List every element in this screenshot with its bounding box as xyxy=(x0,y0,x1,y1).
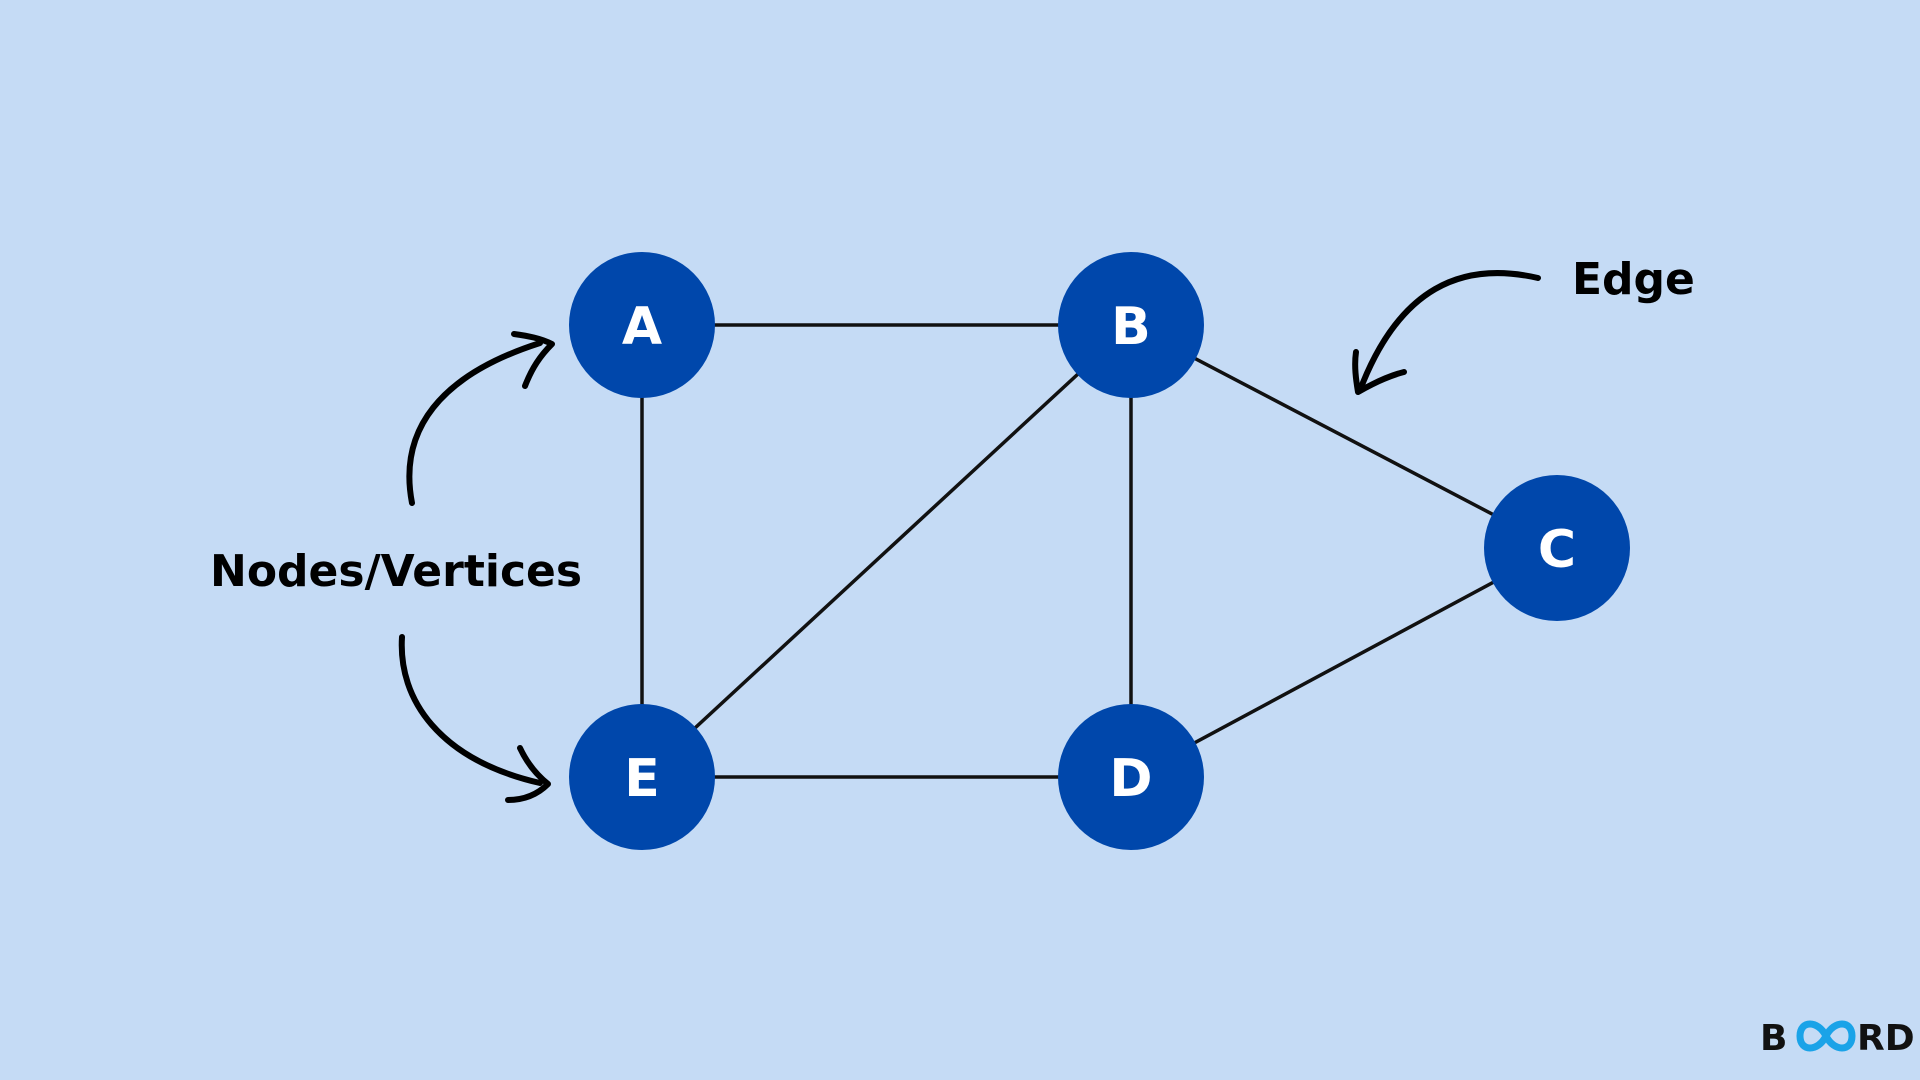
nodes-layer: A B C D E xyxy=(569,252,1630,850)
board-logo: B RD xyxy=(1760,1018,1915,1059)
node-label: B xyxy=(1111,297,1151,357)
edge-label: Edge xyxy=(1572,254,1695,305)
node-label: D xyxy=(1109,749,1152,809)
node-circle xyxy=(1058,252,1204,398)
logo-letters-left: B xyxy=(1760,1018,1787,1059)
edges-layer xyxy=(640,323,1558,779)
edge-b-e xyxy=(640,323,1133,779)
node-label: E xyxy=(624,749,660,809)
node-c: C xyxy=(1484,475,1630,621)
arrow-to-node-a-icon xyxy=(406,331,555,506)
nodes-vertices-label: Nodes/Vertices xyxy=(210,546,582,597)
node-d: D xyxy=(1058,704,1204,850)
node-b: B xyxy=(1058,252,1204,398)
edge-b-c xyxy=(1130,323,1558,550)
node-circle xyxy=(569,252,715,398)
node-label: A xyxy=(622,297,662,357)
node-circle xyxy=(1058,704,1204,850)
node-circle xyxy=(1484,475,1630,621)
node-label: C xyxy=(1538,520,1576,580)
infinity-icon xyxy=(1796,1020,1856,1052)
node-a: A xyxy=(569,252,715,398)
edge-d-c xyxy=(1130,546,1558,779)
arrow-to-edge-icon xyxy=(1352,270,1541,395)
node-e: E xyxy=(569,704,715,850)
logo-letters-right: RD xyxy=(1857,1018,1915,1059)
node-circle xyxy=(569,704,715,850)
arrow-to-node-e-icon xyxy=(398,634,551,803)
